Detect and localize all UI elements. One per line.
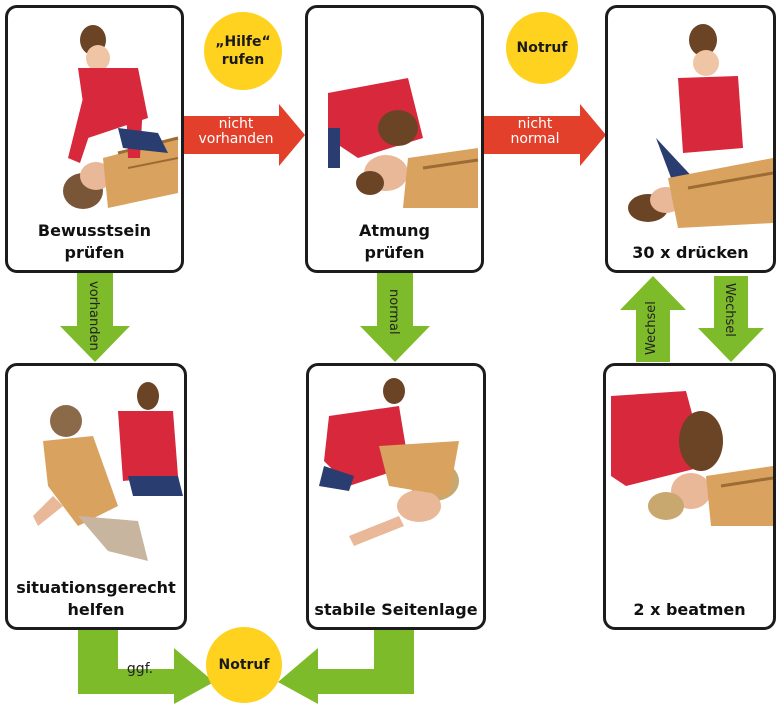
photo-druecken	[628, 24, 773, 228]
arrow-nicht-normal	[484, 104, 606, 166]
photo-seitenlage	[319, 378, 459, 546]
card-seitenlage-label: stabile Seitenlage	[309, 599, 483, 621]
photo-helfen	[33, 382, 183, 561]
arrow-normal	[360, 272, 430, 362]
card-bewusstsein-label: Bewusstsein prüfen	[8, 220, 181, 264]
card-beatmen-line1: 2 x beatmen	[633, 600, 746, 619]
card-bewusstsein-line2: prüfen	[64, 243, 125, 262]
arrow-nicht-normal-label: nicht normal	[510, 116, 560, 147]
card-atmung-label: Atmung prüfen	[308, 220, 481, 264]
notruf-circle-top: Notruf	[506, 12, 578, 84]
hilfe-rufen-line2: rufen	[221, 52, 265, 68]
photo-bewusstsein	[63, 25, 179, 209]
card-helfen-line2: helfen	[67, 600, 125, 619]
arrow-vorhanden-label: vorhanden	[86, 281, 101, 351]
hilfe-rufen-line1: „Hilfe“	[215, 34, 271, 50]
arrow-wechsel-down	[698, 276, 764, 362]
arrow-ggf-label: ggf.	[126, 661, 154, 677]
card-situationsgerecht-helfen: situationsgerecht helfen	[5, 363, 187, 630]
card-helfen-line1: situationsgerecht	[16, 578, 176, 597]
arrow-ggf	[78, 626, 214, 704]
card-beatmen-label: 2 x beatmen	[606, 599, 773, 621]
card-seitenlage-line1: stabile Seitenlage	[314, 600, 478, 619]
arrow-wechsel-up	[620, 276, 686, 362]
arrow-normal-label: normal	[386, 289, 401, 335]
hilfe-rufen-circle: „Hilfe“ rufen	[204, 12, 282, 90]
notruf-bottom-label: Notruf	[218, 657, 270, 673]
notruf-circle-bottom: Notruf	[206, 627, 282, 703]
card-30-druecken: 30 x drücken	[605, 5, 776, 273]
card-atmung-line1: Atmung	[359, 221, 430, 240]
card-druecken-line1: 30 x drücken	[632, 243, 749, 262]
card-helfen-label: situationsgerecht helfen	[8, 577, 184, 621]
photo-beatmen	[611, 391, 773, 526]
arrow-vorhanden	[60, 272, 130, 362]
card-druecken-label: 30 x drücken	[608, 242, 773, 264]
arrow-wechsel-up-label: Wechsel	[644, 301, 659, 355]
arrow-nicht-vorhanden-label: nicht vorhanden	[198, 116, 274, 147]
card-2-beatmen: 2 x beatmen	[603, 363, 776, 630]
card-bewusstsein-line1: Bewusstsein	[37, 221, 152, 240]
arrow-seitenlage-notruf	[278, 626, 414, 704]
photo-atmung	[328, 78, 479, 208]
card-bewusstsein-pruefen: Bewusstsein prüfen	[5, 5, 184, 273]
notruf-top-label: Notruf	[516, 40, 568, 56]
arrow-nicht-vorhanden	[183, 104, 305, 166]
card-atmung-line2: prüfen	[364, 243, 425, 262]
card-stabile-seitenlage: stabile Seitenlage	[306, 363, 486, 630]
card-atmung-pruefen: Atmung prüfen	[305, 5, 484, 273]
arrow-wechsel-down-label: Wechsel	[722, 283, 737, 337]
